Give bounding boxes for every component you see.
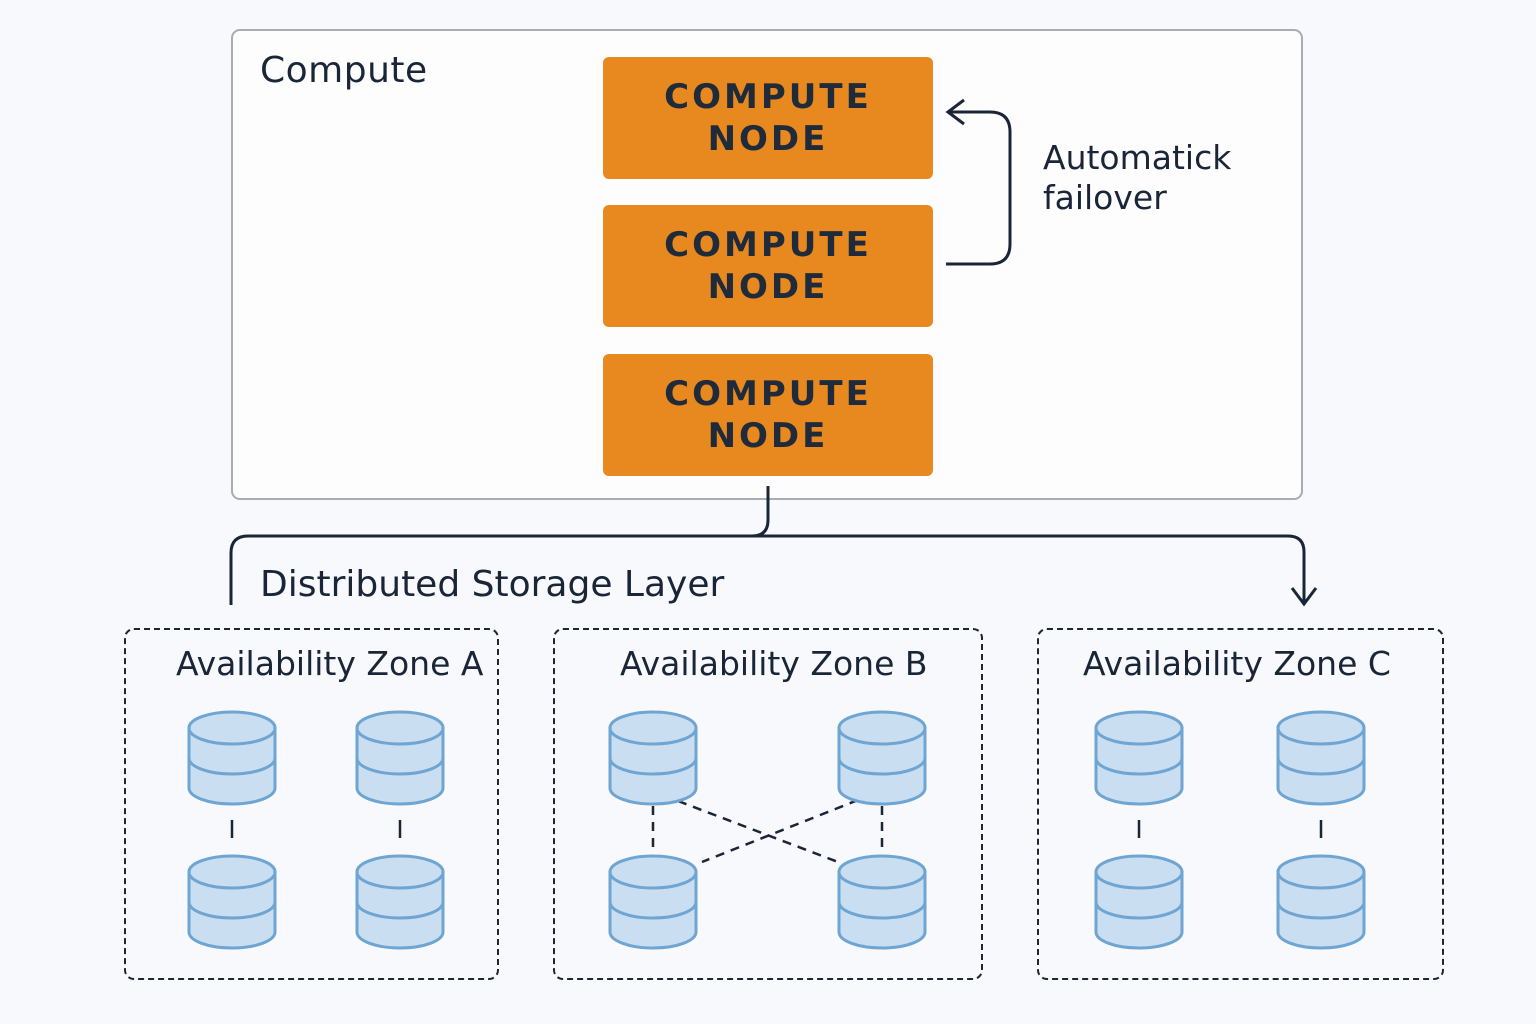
node-label-line1: COMPUTE (664, 77, 872, 117)
db-link-dashed (677, 799, 839, 864)
node-label-line1: COMPUTE (664, 374, 872, 414)
database-icon[interactable] (355, 710, 445, 806)
database-icon[interactable] (355, 854, 445, 950)
failover-label-line1: Automatick (1043, 138, 1232, 177)
database-icon[interactable] (1276, 710, 1366, 806)
database-icon[interactable] (837, 854, 927, 950)
storage-right-connector (752, 534, 1306, 604)
zone-b-title: Availability Zone B (620, 644, 928, 683)
failover-arrow (946, 110, 1012, 266)
database-icon[interactable] (1094, 854, 1184, 950)
node-label-line1: COMPUTE (664, 225, 872, 265)
database-icon[interactable] (608, 854, 698, 950)
database-icon[interactable] (187, 710, 277, 806)
zone-c-box (1037, 628, 1444, 980)
failover-arrowhead-icon (945, 98, 965, 126)
zone-a-title: Availability Zone A (176, 644, 484, 683)
compute-title: Compute (260, 50, 428, 91)
failover-label: Automatick failover (1043, 138, 1231, 218)
node-label-line2: NODE (707, 119, 829, 159)
failover-label-line2: failover (1043, 178, 1167, 217)
db-link-dashed (701, 798, 859, 864)
zone-b-box (553, 628, 983, 980)
zone-a-box (124, 628, 499, 980)
database-group (187, 710, 1366, 950)
storage-arrowhead-icon (1290, 587, 1318, 607)
compute-storage-connector (229, 486, 770, 605)
node-label-line2: NODE (707, 267, 829, 307)
database-icon[interactable] (608, 710, 698, 806)
zone-c-title: Availability Zone C (1083, 644, 1391, 683)
database-icon[interactable] (187, 854, 277, 950)
database-icon[interactable] (837, 710, 927, 806)
storage-layer-title: Distributed Storage Layer (260, 564, 725, 605)
node-label-line2: NODE (707, 416, 829, 456)
database-icon[interactable] (1094, 710, 1184, 806)
database-icon[interactable] (1276, 854, 1366, 950)
